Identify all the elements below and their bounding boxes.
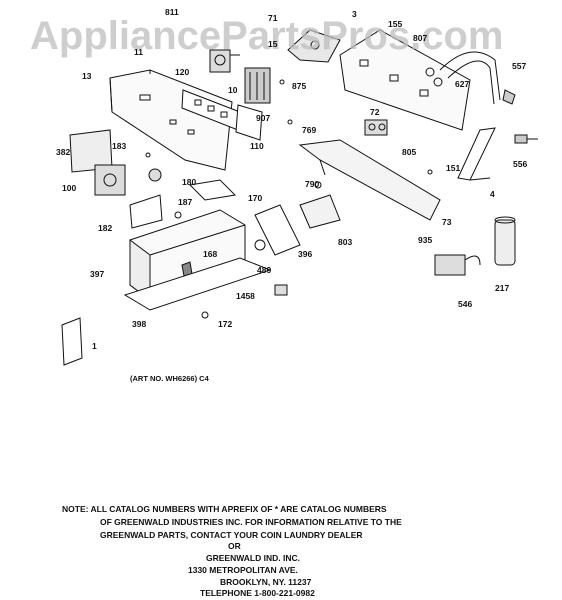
callout-4: 4 (490, 189, 495, 199)
inlet-hose-part (425, 51, 501, 105)
screw-875-part (279, 79, 285, 85)
sensor-556-part (514, 134, 538, 144)
screw-151-part (427, 169, 433, 175)
art-number: (ART NO. WH6266) C4 (130, 374, 209, 383)
callout-557: 557 (512, 61, 527, 71)
manual-booklet-part (61, 317, 83, 366)
callout-72: 72 (370, 107, 380, 117)
callout-187: 187 (178, 197, 193, 207)
backsplash-part (339, 29, 471, 131)
note-line-8: TELEPHONE 1-800-221-0982 (200, 588, 315, 598)
callout-397: 397 (90, 269, 105, 279)
clip-489-part (254, 239, 266, 251)
capacitor-part (494, 216, 516, 266)
callout-627: 627 (455, 79, 470, 89)
sensor-557-part (502, 89, 516, 105)
note-line-7: BROOKLYN, NY. 11237 (220, 577, 312, 587)
top-bracket-part (298, 139, 441, 221)
bracket-396-part (254, 204, 301, 256)
callout-172: 172 (218, 319, 233, 329)
callout-382: 382 (56, 147, 71, 157)
callout-180: 180 (182, 177, 197, 187)
note-line-4: OR (228, 541, 241, 551)
callout-3: 3 (352, 9, 357, 19)
screw-769-part (287, 119, 293, 125)
callout-556: 556 (513, 159, 528, 169)
callout-803: 803 (338, 237, 353, 247)
callout-182: 182 (98, 223, 113, 233)
note-line-2: OF GREENWALD INDUSTRIES INC. FOR INFORMA… (100, 517, 402, 527)
callout-13: 13 (82, 71, 92, 81)
callout-73: 73 (442, 217, 452, 227)
callout-805: 805 (402, 147, 417, 157)
callout-935: 935 (418, 235, 433, 245)
note-line-6: 1330 METROPOLITAN AVE. (188, 565, 298, 575)
leg-bracket-part (457, 127, 496, 181)
callout-155: 155 (388, 19, 403, 29)
rotary-switch-part (209, 49, 240, 73)
callout-769: 769 (302, 125, 317, 135)
callout-71: 71 (268, 13, 278, 23)
note-line-5: GREENWALD IND. INC. (206, 553, 300, 563)
callout-183: 183 (112, 141, 127, 151)
callout-170: 170 (248, 193, 263, 203)
note-line-1: NOTE: ALL CATALOG NUMBERS WITH APREFIX O… (62, 504, 387, 514)
callout-907: 907 (256, 113, 271, 123)
water-valve-part (364, 119, 388, 136)
knob-part (148, 168, 162, 182)
base-398-part (123, 257, 272, 311)
control-panel-part (109, 69, 233, 171)
terminal-block-part (244, 67, 271, 104)
callout-217: 217 (495, 283, 510, 293)
callout-807: 807 (413, 33, 428, 43)
part-1458 (274, 284, 288, 296)
callout-396: 396 (298, 249, 313, 259)
callout-151: 151 (446, 163, 461, 173)
screw-172-part (201, 311, 209, 319)
callout-546: 546 (458, 299, 473, 309)
mount-bracket-part (287, 29, 341, 63)
callout-398: 398 (132, 319, 147, 329)
screw-187-part (174, 211, 182, 219)
callout-790: 790 (305, 179, 320, 189)
bracket-110-part (235, 104, 263, 141)
callout-168: 168 (203, 249, 218, 259)
screw-183-part (145, 152, 151, 158)
clip-790-part (314, 181, 322, 189)
callout-120: 120 (175, 67, 190, 77)
callout-15: 15 (268, 39, 278, 49)
timer-part (94, 164, 126, 196)
callout-811: 811 (165, 7, 179, 17)
callout-110: 110 (250, 141, 264, 151)
plate-170-part (188, 179, 237, 201)
bracket-182-part (129, 194, 163, 229)
note-line-3: GREENWALD PARTS, CONTACT YOUR COIN LAUND… (100, 530, 363, 540)
callout-10: 10 (228, 85, 238, 95)
bracket-803-part (299, 194, 341, 229)
callout-1: 1 (92, 341, 97, 351)
callout-11: 11 (134, 47, 143, 57)
wire-harness-part (434, 254, 481, 276)
callout-100: 100 (62, 183, 77, 193)
callout-875: 875 (292, 81, 307, 91)
callout-489: 489 (257, 265, 272, 275)
callout-1458: 1458 (236, 291, 255, 301)
